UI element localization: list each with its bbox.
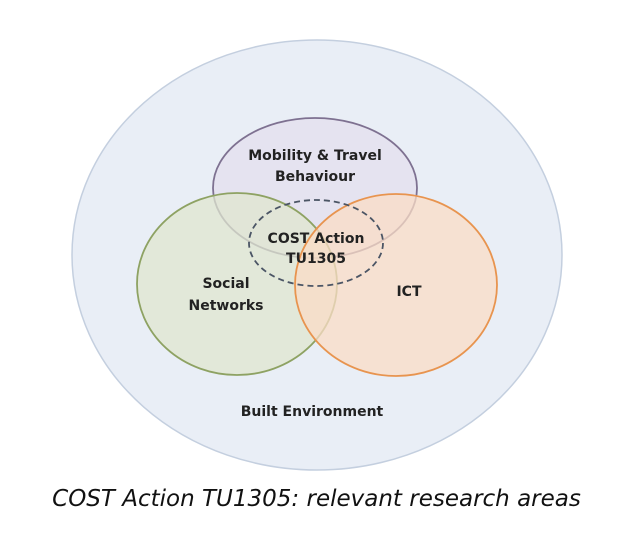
figure-caption: COST Action TU1305: relevant research ar… [52, 486, 581, 512]
ict-ellipse [294, 193, 498, 377]
cost-action-label-line2: TU1305 [286, 251, 346, 267]
social-label-line1: Social [202, 276, 249, 292]
cost-action-dashed-ellipse [248, 199, 384, 287]
mobility-label-line2: Behaviour [275, 169, 355, 185]
ict-label: ICT [396, 284, 421, 300]
venn-diagram: Mobility & Travel Behaviour COST Action … [71, 39, 563, 471]
built-environment-label: Built Environment [241, 404, 384, 420]
mobility-label-line1: Mobility & Travel [248, 148, 382, 164]
cost-action-label-line1: COST Action [268, 231, 365, 247]
social-label-line2: Networks [188, 298, 263, 314]
